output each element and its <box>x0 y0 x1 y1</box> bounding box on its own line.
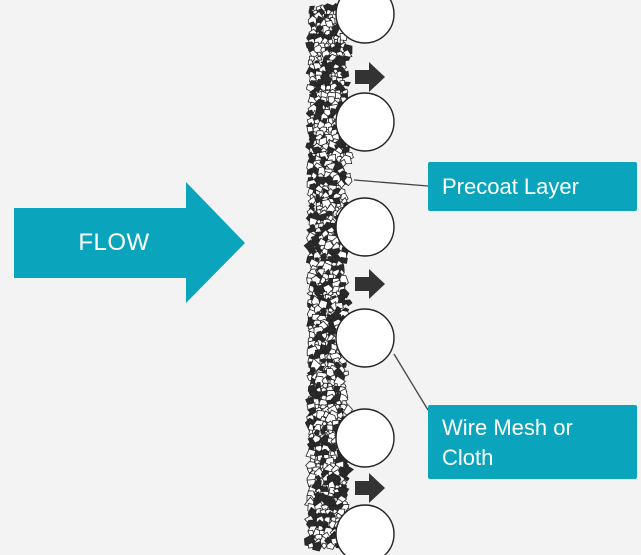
precoat-particle <box>339 70 350 79</box>
precoat-particle <box>326 541 336 550</box>
precoat-particle <box>335 202 342 209</box>
precoat-layer <box>303 2 354 552</box>
precoat-particle <box>314 25 324 33</box>
precoat-particle <box>325 8 333 16</box>
precoat-particle <box>345 299 353 307</box>
precoat-particle <box>339 469 349 479</box>
mesh-wire-circle <box>335 308 395 368</box>
precoat-particle <box>307 195 316 207</box>
precoat-particle <box>319 358 328 365</box>
precoat-particle <box>337 178 346 190</box>
precoat-particle <box>315 474 321 481</box>
precoat-particle <box>342 370 350 377</box>
precoat-particle <box>344 81 351 87</box>
small-right-arrow-icon <box>355 473 385 503</box>
precoat-particle <box>319 84 327 93</box>
precoat-particle <box>313 423 322 432</box>
precoat-particle <box>306 467 313 474</box>
through-flow-arrows <box>355 62 385 503</box>
precoat-particle <box>321 420 328 427</box>
precoat-particle <box>307 541 315 549</box>
wire-mesh-label: Wire Mesh or Cloth <box>428 405 637 479</box>
precoat-leader-line <box>353 179 429 187</box>
precoat-particle <box>315 55 323 61</box>
precoat-particle <box>341 362 347 369</box>
precoat-particle <box>328 443 339 454</box>
mesh-wire-circle <box>335 92 395 152</box>
precoat-particle <box>335 399 342 406</box>
precoat-particle <box>339 39 345 45</box>
precoat-particle <box>306 438 317 451</box>
precoat-particle <box>316 8 326 17</box>
wire-mesh-cross-section <box>335 0 395 555</box>
precoat-layer-label: Precoat Layer <box>428 162 637 211</box>
mesh-wire-circle <box>335 197 395 257</box>
precoat-particle <box>315 390 323 398</box>
flow-arrow-icon <box>14 182 245 303</box>
precoat-particle <box>319 336 327 344</box>
precoat-particle <box>333 247 340 255</box>
precoat-particle <box>323 480 329 486</box>
mesh-leader-line <box>393 353 429 411</box>
mesh-wire-circle <box>335 504 395 555</box>
precoat-particle <box>320 331 328 340</box>
precoat-particle <box>316 51 323 57</box>
precoat-particle <box>343 176 353 187</box>
precoat-particle <box>314 459 321 465</box>
precoat-particle <box>309 5 315 11</box>
small-right-arrow-icon <box>355 62 385 92</box>
precoat-particle <box>327 307 335 313</box>
precoat-particle <box>312 540 322 552</box>
precoat-particle <box>321 542 328 550</box>
small-right-arrow-icon <box>355 269 385 299</box>
precoat-particle <box>313 429 320 437</box>
mesh-wire-circle <box>335 0 395 44</box>
precoat-particle <box>332 34 340 41</box>
mesh-wire-circle <box>335 408 395 468</box>
flow-label: FLOW <box>78 229 150 256</box>
precoat-particle <box>343 476 350 482</box>
precoat-particle <box>307 187 315 198</box>
